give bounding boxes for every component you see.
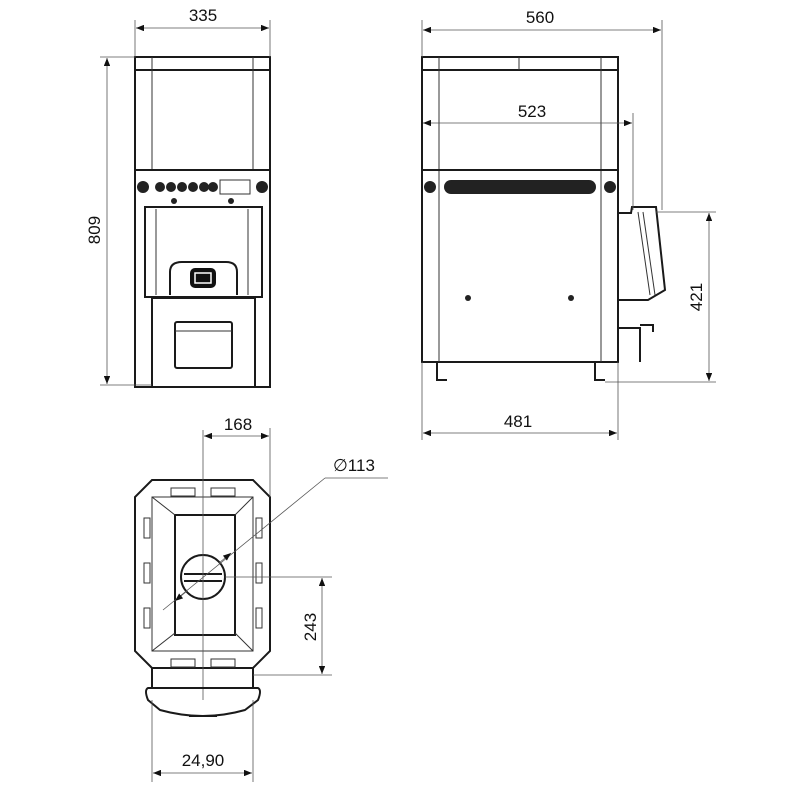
dim-side-inner: 523 <box>423 102 634 210</box>
dim-flue-offset: 243 <box>225 576 332 676</box>
dim-label-809: 809 <box>85 216 104 244</box>
top-view <box>134 430 271 717</box>
dim-label-243: 243 <box>301 613 320 641</box>
dim-flue-diameter: ∅113 <box>162 456 388 611</box>
dim-label-24-90: 24,90 <box>182 751 225 770</box>
side-view <box>421 56 667 381</box>
vent-holes <box>137 181 268 204</box>
dim-height: 809 <box>85 56 152 386</box>
dim-top-offset: 168 <box>204 415 271 497</box>
dim-label-481: 481 <box>504 412 532 431</box>
dim-label-421: 421 <box>687 283 706 311</box>
dim-label-168: 168 <box>224 415 252 434</box>
vent-holes <box>424 180 616 301</box>
dim-label-335: 335 <box>189 6 217 25</box>
top-slots <box>143 487 263 668</box>
dim-front-width: 335 <box>134 6 271 57</box>
dim-door-height: 421 <box>605 211 716 383</box>
front-view <box>134 56 271 388</box>
dim-side-depth: 560 <box>421 8 663 210</box>
dim-handle-width: 24,90 <box>151 700 254 782</box>
dim-label-113: ∅113 <box>333 456 375 475</box>
door-handle-icon <box>190 268 216 288</box>
dim-side-base: 481 <box>421 362 619 440</box>
dim-label-523: 523 <box>518 102 546 121</box>
dim-label-560: 560 <box>526 8 554 27</box>
